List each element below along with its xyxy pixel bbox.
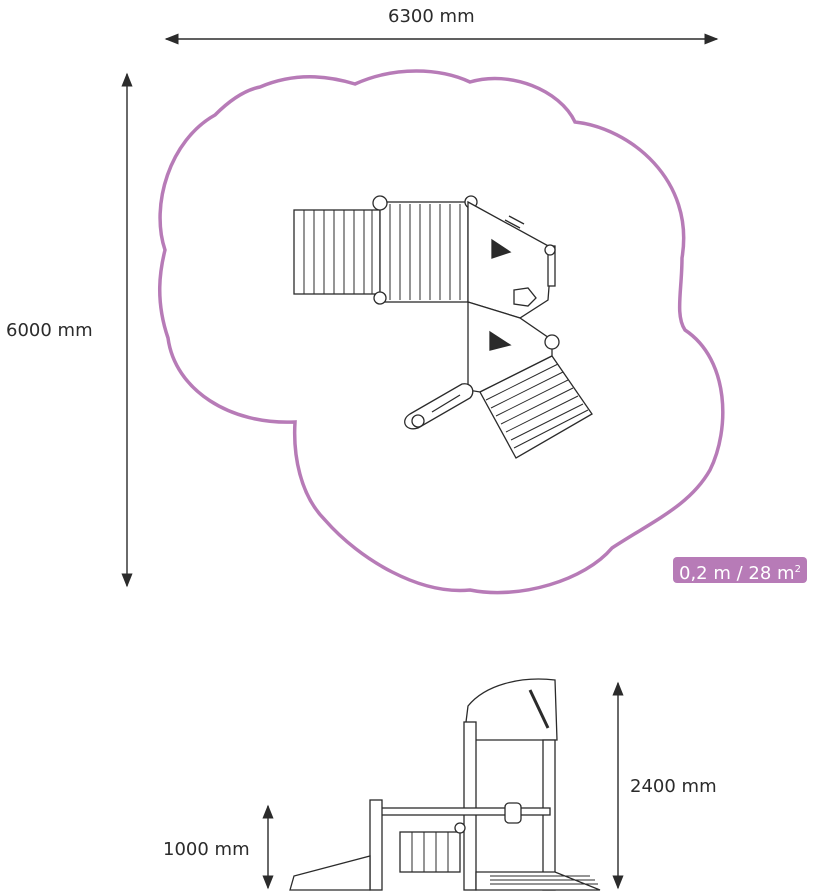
safety-zone-superscript: 2 [794,564,801,575]
safety-zone-label: 0,2 m / 28 m [679,563,795,584]
depth-dimension-label: 6000 mm [6,320,93,341]
width-dimension-label: 6300 mm [388,6,475,27]
safety-zone-outline [158,69,725,595]
side-view-equipment [289,678,601,891]
safety-zone-badge: 0,2 m / 28 m2 [673,557,807,584]
platform-height-dimension-label: 1000 mm [163,839,250,860]
height-dimension-label: 2400 mm [630,776,717,797]
top-view-equipment [293,195,593,459]
